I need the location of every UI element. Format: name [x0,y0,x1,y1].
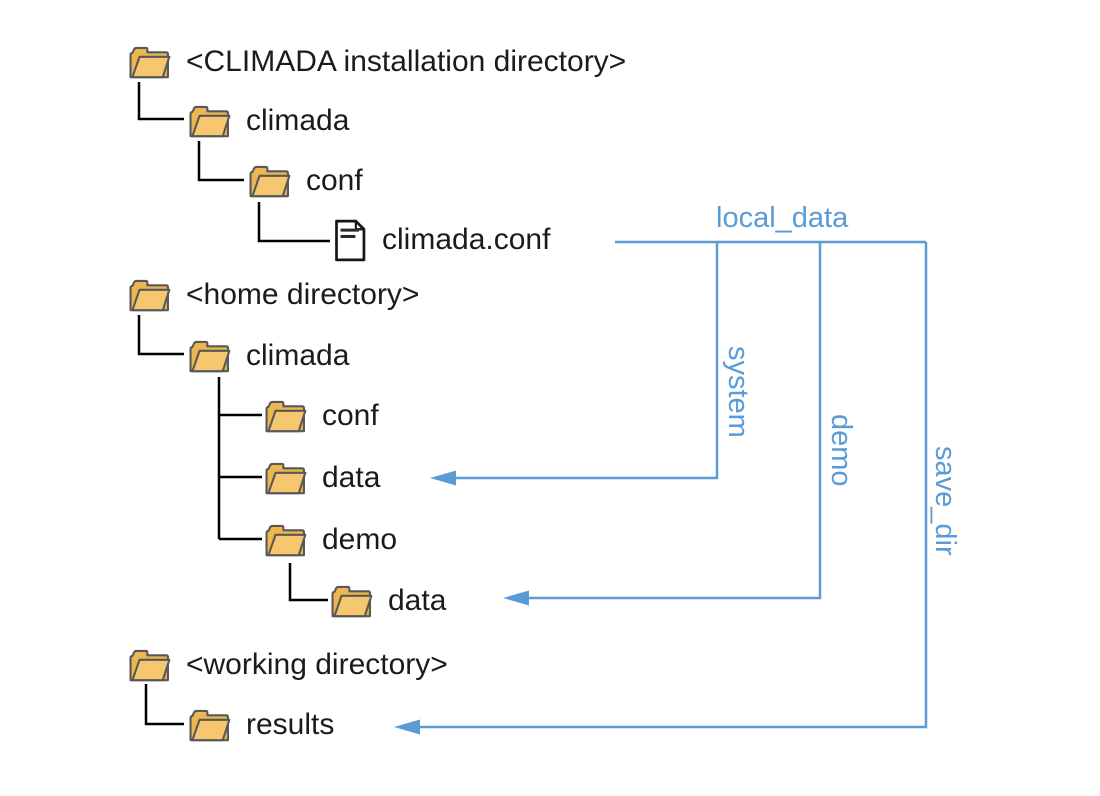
folder-icon [126,44,172,80]
tree-row-label: conf [322,399,379,432]
tree-row-label: conf [306,164,363,197]
folder-icon [186,338,232,374]
tree-row-label: demo [322,523,398,556]
save-dir-arrowhead [394,719,420,735]
tree-row-label: data [322,461,381,494]
tree-row-label: climada.conf [382,223,551,256]
tree-connectors [137,82,330,726]
demo-label: demo [825,414,857,487]
tree-row-label: <CLIMADA installation directory> [186,45,627,78]
system-label: system [722,346,754,438]
tree-row-home: <home directory> [126,276,419,314]
tree-row-climada: climada [186,102,349,140]
demo-arrowhead [503,590,529,606]
tree-row-home-conf: conf [262,397,379,435]
system-line [455,242,719,480]
tree-row-label: climada [246,104,350,137]
folder-icon [186,103,232,139]
folder-icon [262,398,308,434]
folder-icon [186,707,232,743]
tree-connector-line [288,563,328,602]
folder-icon [246,163,292,199]
save-dir-label: save_dir [929,446,961,556]
tree-row-label: results [246,708,335,741]
tree-row-working: <working directory> [126,646,448,684]
tree-row-label: climada [246,339,350,372]
arrowheads [394,470,529,735]
tree-connector-line [137,315,184,356]
tree-row-label: data [388,584,447,617]
tree-row-label: <home directory> [186,278,420,311]
tree-row-home-data: data [262,459,380,497]
tree-row-climada-conf-file: climada.conf [332,221,550,259]
tree-row-label: <working directory> [186,648,448,681]
tree-row-conf: conf [246,162,363,200]
folder-icon [328,583,374,619]
config-mapping-lines [419,240,928,729]
tree-connector-line [137,82,184,121]
tree-row-home-climada: climada [186,337,349,375]
demo-line [528,242,822,600]
folder-icon [262,522,308,558]
file-icon [332,218,368,263]
system-arrowhead [430,470,456,486]
tree-row-demo-data: data [328,582,446,620]
tree-row-results: results [186,706,334,744]
local-data-label: local_data [716,202,849,234]
tree-connector-line [144,684,184,726]
tree-connector-line [197,141,244,182]
folder-icon [262,460,308,496]
tree-connector-line [257,202,330,243]
tree-row-demo: demo [262,521,397,559]
folder-icon [126,277,172,313]
tree-row-climada-install: <CLIMADA installation directory> [126,43,626,81]
folder-icon [126,647,172,683]
save-dir-line [419,242,928,729]
